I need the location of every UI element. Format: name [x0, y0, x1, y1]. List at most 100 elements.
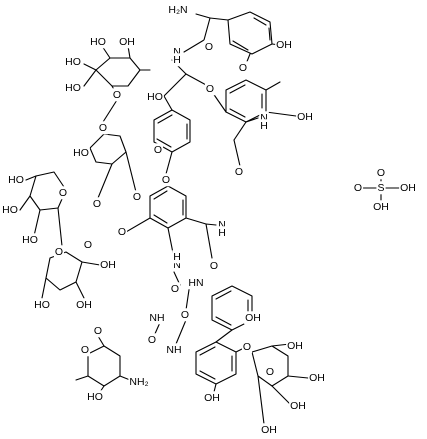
atom-label-backdrop — [64, 55, 82, 69]
atom-label-backdrop — [97, 121, 109, 135]
atom-label: HN — [188, 277, 203, 289]
bond-backbone-7 — [233, 121, 247, 141]
bond-sugar-lower-left-oh — [75, 281, 85, 299]
bond-sugar-left-oh — [19, 195, 31, 211]
atom-label: N — [173, 259, 181, 271]
atom-label-backdrop — [217, 226, 227, 240]
bond-ring-top-right-inner — [232, 17, 271, 51]
atom-label: OH — [204, 392, 220, 404]
atom-label-backdrop — [204, 82, 216, 96]
atom-label-backdrop — [169, 282, 181, 296]
atom-label-backdrop — [375, 166, 387, 180]
atom-label: HO — [90, 36, 106, 48]
bond-sugar-amino-link — [97, 335, 105, 347]
atom-label: O — [377, 167, 385, 179]
atom-label-backdrop — [86, 390, 104, 404]
bond-ring-right-oh — [265, 111, 297, 117]
bond-sugar-amino-nh2 — [119, 375, 131, 381]
atom-label: O — [148, 334, 156, 346]
bond-backbone-11 — [205, 223, 217, 226]
atom-label-backdrop — [237, 61, 249, 75]
atom-label: O — [81, 344, 89, 356]
atom-label: OH — [245, 312, 261, 324]
atom-label: OH — [373, 201, 389, 213]
atom-label-backdrop — [79, 343, 91, 357]
atom-label-backdrop — [260, 423, 278, 437]
atom-label-backdrop — [308, 371, 326, 385]
atom-label-backdrop — [72, 146, 90, 160]
bond-backbone-3 — [163, 73, 187, 97]
atom-label: NH₂ — [129, 376, 148, 388]
bond-backbone-12 — [205, 223, 213, 259]
bond-ring-center-b — [149, 185, 187, 229]
bond-co — [203, 17, 211, 41]
atom-label-backdrop — [289, 399, 307, 413]
bond-ring-center-b-inner — [153, 190, 184, 224]
atom-label: N — [173, 46, 181, 58]
atom-label-backdrop — [172, 45, 182, 59]
atom-label: O — [133, 191, 141, 203]
bond-sugar-left-oh2 — [33, 209, 41, 237]
bond-backbone-9 — [165, 151, 173, 175]
atom-label: OH — [287, 340, 303, 352]
atom-label-backdrop — [118, 35, 136, 49]
atom-label: OH — [100, 259, 116, 271]
atom-label: O — [354, 182, 362, 194]
bond-sugar-amino-methyl — [75, 375, 89, 381]
atom-label-backdrop — [99, 258, 117, 272]
atom-label: HO — [8, 174, 24, 186]
bond-backbone-4 — [163, 95, 173, 111]
atom-label: OH — [297, 111, 313, 123]
atom-label-backdrop — [172, 258, 182, 272]
bond-ring-lower-right-b — [195, 341, 237, 385]
atom-label-backdrop — [57, 186, 69, 200]
bond-sugar-lower-left-oh2 — [41, 277, 47, 299]
atom-label-backdrop — [179, 308, 191, 322]
atom-label: O — [84, 239, 92, 251]
bond-sugar-top-oh3 — [83, 63, 97, 71]
bond-backbone-2 — [185, 73, 209, 87]
atom-label-backdrop — [1, 203, 19, 217]
atom-label: HO — [65, 56, 81, 68]
atom-label: O — [154, 144, 162, 156]
atom-label: HO — [22, 234, 38, 246]
atom-label-backdrop — [296, 110, 314, 124]
bond-backbone-10 — [185, 217, 207, 225]
atom-label: O — [113, 89, 121, 101]
atom-label: S — [377, 182, 384, 194]
atom-label-backdrop — [92, 324, 104, 338]
atom-label-backdrop — [160, 173, 172, 187]
atom-label-backdrop — [286, 339, 304, 353]
atom-label-backdrop — [165, 343, 183, 357]
bond-sugar-mid — [89, 133, 127, 165]
bond-ch2 — [209, 17, 229, 21]
atom-label-backdrop — [172, 250, 182, 264]
atom-label-backdrop — [148, 311, 166, 325]
atom-label-backdrop — [21, 233, 39, 247]
bond-co-n — [183, 39, 205, 53]
atom-label: O — [206, 83, 214, 95]
atom-label: O — [181, 309, 189, 321]
atom-label-backdrop — [172, 53, 182, 67]
bond-backbone-8 — [233, 139, 241, 167]
atom-label-backdrop — [352, 181, 364, 195]
atom-label-backdrop — [376, 181, 386, 195]
atom-label: O — [235, 166, 243, 178]
atom-label: O — [162, 174, 170, 186]
atom-label: N — [260, 112, 268, 124]
bond-ring-lr-oh — [213, 383, 217, 393]
atom-label: H — [218, 227, 226, 239]
bond-ring-center-a-inner — [156, 114, 188, 148]
atom-label: OH — [290, 400, 306, 412]
atom-label-backdrop — [91, 197, 103, 211]
atom-label-backdrop — [187, 276, 205, 290]
atom-label: OH — [119, 36, 135, 48]
atom-label: HO — [2, 204, 18, 216]
atom-label: H — [173, 251, 181, 263]
bond-sugar-link — [102, 99, 118, 123]
bond-sugar-lr-oh3 — [271, 385, 291, 405]
atom-label-backdrop — [259, 111, 269, 125]
atom-label-backdrop — [53, 245, 65, 259]
bond-backbone-17 — [175, 319, 187, 345]
